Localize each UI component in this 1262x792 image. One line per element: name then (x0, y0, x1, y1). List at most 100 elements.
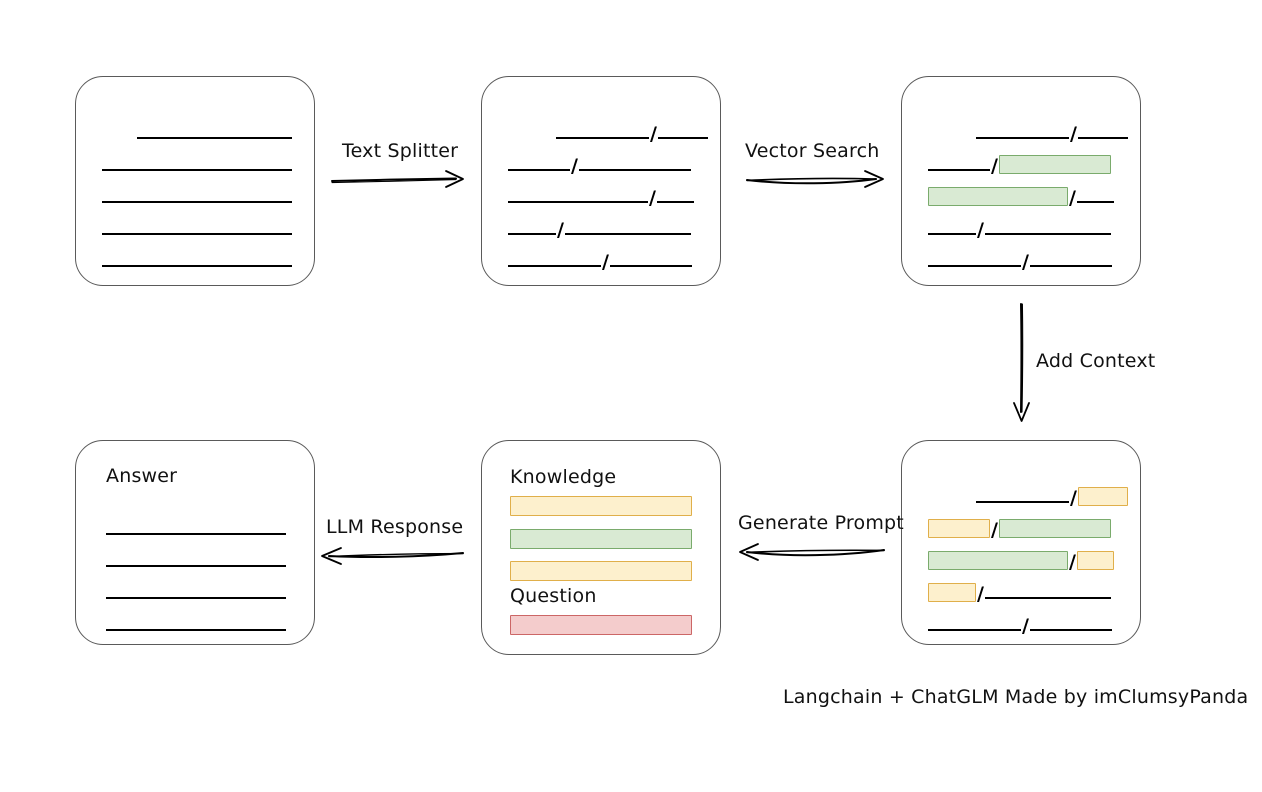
text-underline-segment (976, 501, 1069, 503)
generate-prompt-arrow-group: Generate Prompt (738, 512, 904, 562)
text-underline-segment (102, 265, 292, 267)
document-line: / (482, 213, 720, 241)
matched-document-box[interactable]: / / / / / (901, 76, 1141, 286)
document-line (76, 577, 314, 599)
question-bar-1 (510, 615, 692, 635)
llm-response-label: LLM Response (326, 516, 464, 538)
document-line: / (482, 181, 720, 209)
document-line: / (482, 117, 720, 145)
chunk-separator-slash: / (1022, 615, 1029, 637)
document-line: / (902, 577, 1140, 605)
text-underline-segment (656, 201, 694, 203)
document-line: / (902, 149, 1140, 177)
text-underline-segment (984, 233, 1111, 235)
text-underline-segment (508, 233, 556, 235)
text-underline-segment (578, 169, 691, 171)
text-underline-segment (106, 533, 286, 535)
document-line (76, 609, 314, 631)
prompt-box[interactable]: Knowledge Question (481, 440, 721, 655)
highlighted-chunk-yellow (1076, 551, 1114, 570)
text-underline-segment (102, 233, 292, 235)
source-document-lines (76, 77, 314, 285)
text-underline-segment (976, 137, 1069, 139)
document-line: / (902, 481, 1140, 508)
document-line: / (902, 545, 1140, 573)
add-context-label: Add Context (1036, 350, 1156, 372)
chunk-separator-slash: / (1069, 187, 1076, 209)
text-underline-segment (928, 169, 990, 171)
highlighted-chunk-yellow (1077, 487, 1128, 506)
answer-box[interactable]: Answer (75, 440, 315, 645)
vector-search-arrow-group: Vector Search (745, 140, 885, 190)
chunk-separator-slash: / (649, 187, 656, 209)
text-underline-segment (106, 629, 286, 631)
text-underline-segment (1076, 201, 1114, 203)
knowledge-bar-1 (510, 496, 692, 516)
text-underline-segment (1077, 137, 1128, 139)
context-document-box[interactable]: / / / / / (901, 440, 1141, 645)
answer-label: Answer (106, 465, 178, 487)
text-underline-segment (1029, 265, 1112, 267)
document-line (76, 213, 314, 235)
chunk-separator-slash: / (557, 219, 564, 241)
knowledge-bar-3 (510, 561, 692, 581)
document-line: / (902, 245, 1140, 273)
text-underline-segment (984, 597, 1111, 599)
text-underline-segment (928, 233, 976, 235)
document-line (76, 545, 314, 567)
text-underline-segment (928, 265, 1021, 267)
document-line: / (902, 181, 1140, 209)
text-underline-segment (657, 137, 708, 139)
matched-document-lines: / / / / / (902, 77, 1140, 285)
chunk-separator-slash: / (977, 583, 984, 605)
text-splitter-arrow-icon (331, 170, 464, 188)
document-line (76, 513, 314, 535)
document-line (76, 117, 314, 139)
highlighted-chunk-green (928, 187, 1068, 206)
question-label: Question (510, 585, 597, 607)
chunk-separator-slash: / (650, 123, 657, 145)
highlighted-chunk-green (998, 519, 1111, 538)
knowledge-bar-2 (510, 529, 692, 549)
text-underline-segment (508, 169, 570, 171)
text-underline-segment (102, 169, 292, 171)
document-line: / (482, 149, 720, 177)
text-underline-segment (508, 265, 601, 267)
llm-response-arrow-group: LLM Response (320, 516, 465, 566)
text-underline-segment (609, 265, 692, 267)
text-underline-segment (106, 597, 286, 599)
chunk-separator-slash: / (571, 155, 578, 177)
highlighted-chunk-green (998, 155, 1111, 174)
source-document-box[interactable] (75, 76, 315, 286)
chunk-separator-slash: / (991, 519, 998, 541)
generate-prompt-label: Generate Prompt (738, 512, 904, 534)
llm-response-arrow-icon (321, 547, 464, 565)
text-underline-segment (556, 137, 649, 139)
chunk-separator-slash: / (602, 251, 609, 273)
add-context-arrow-group: Add Context (1000, 302, 1170, 424)
diagram-caption: Langchain + ChatGLM Made by imClumsyPand… (783, 686, 1249, 708)
knowledge-label: Knowledge (510, 466, 617, 488)
chunk-separator-slash: / (1070, 123, 1077, 145)
text-underline-segment (564, 233, 691, 235)
vector-search-arrow-icon (746, 170, 884, 188)
highlighted-chunk-yellow (928, 583, 976, 602)
highlighted-chunk-yellow (928, 519, 990, 538)
chunk-separator-slash: / (1022, 251, 1029, 273)
text-underline-segment (137, 137, 292, 139)
chunk-separator-slash: / (1069, 551, 1076, 573)
document-line (76, 245, 314, 267)
add-context-arrow-icon (1013, 303, 1030, 422)
split-document-lines: / / / / / (482, 77, 720, 285)
split-document-box[interactable]: / / / / / (481, 76, 721, 286)
chunk-separator-slash: / (977, 219, 984, 241)
document-line (76, 149, 314, 171)
document-line: / (902, 117, 1140, 145)
text-underline-segment (102, 201, 292, 203)
document-line: / (902, 609, 1140, 637)
chunk-separator-slash: / (991, 155, 998, 177)
answer-lines (76, 441, 314, 644)
document-line: / (902, 513, 1140, 541)
text-underline-segment (1029, 629, 1112, 631)
